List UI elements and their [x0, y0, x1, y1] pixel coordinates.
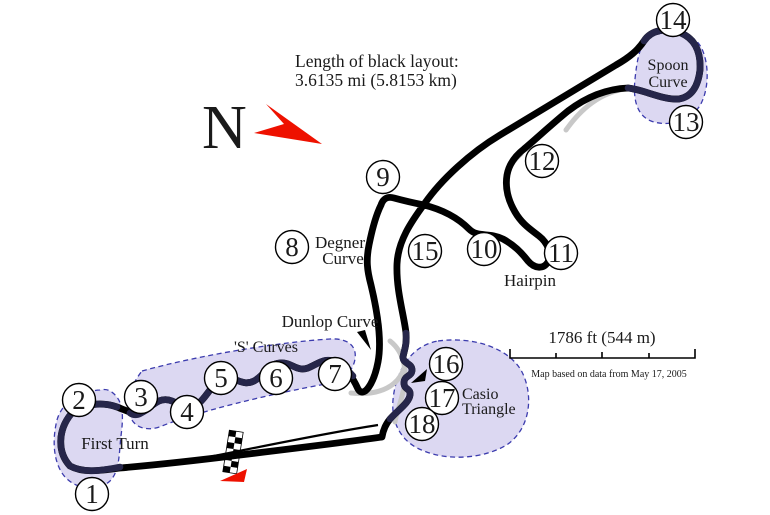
casio-triangle-label-line1: Casio — [462, 386, 498, 403]
spoon-curve-region — [633, 31, 708, 125]
compass: N — [202, 94, 322, 162]
corner-marker-9: 9 — [365, 159, 401, 195]
svg-text:10: 10 — [471, 234, 498, 264]
svg-text:13: 13 — [673, 107, 700, 137]
corner-marker-4: 4 — [169, 394, 205, 430]
corner-marker-18: 18 — [404, 406, 440, 442]
scale-bar: 1786 ft (544 m) Map based on data from M… — [509, 328, 696, 380]
svg-text:18: 18 — [409, 409, 436, 439]
corner-marker-17: 17 — [424, 380, 460, 416]
corner-marker-15: 15 — [407, 233, 443, 269]
corner-marker-7: 7 — [317, 356, 353, 392]
casio-triangle-section — [386, 329, 416, 423]
compass-n-label: N — [202, 94, 247, 162]
corner-marker-10: 10 — [466, 231, 502, 267]
svg-text:17: 17 — [429, 383, 456, 413]
spoon-curve-label-line2: Curve — [648, 74, 687, 91]
hairpin-label: Hairpin — [504, 271, 556, 290]
svg-text:15: 15 — [412, 236, 439, 266]
corner-marker-14: 14 — [655, 2, 691, 38]
svg-text:1: 1 — [85, 479, 99, 509]
corner-marker-12: 12 — [524, 143, 560, 179]
corner-marker-6: 6 — [258, 360, 294, 396]
corner-marker-16: 16 — [428, 346, 464, 382]
svg-text:8: 8 — [285, 232, 299, 262]
svg-text:3: 3 — [134, 382, 148, 412]
corner-marker-2: 2 — [61, 382, 97, 418]
corner-name-labels: First Turn 'S' Curves Dunlop Curve Degne… — [81, 57, 688, 453]
length-note-line2: 3.6135 mi (5.8153 km) — [295, 70, 457, 90]
start-finish-checkered-line — [222, 429, 244, 475]
svg-text:6: 6 — [269, 363, 283, 393]
svg-text:12: 12 — [529, 146, 556, 176]
corner-markers: 1 2 3 4 5 6 7 8 9 10 11 12 13 14 15 16 1… — [61, 2, 704, 512]
dunlop-pointer-arrow — [357, 330, 371, 350]
corner-marker-1: 1 — [74, 476, 110, 512]
svg-text:5: 5 — [214, 363, 228, 393]
svg-text:16: 16 — [433, 349, 460, 379]
length-annotation: Length of black layout: 3.6135 mi (5.815… — [295, 51, 459, 90]
spoon-curve-label-line1: Spoon — [648, 57, 689, 74]
svg-text:7: 7 — [328, 359, 342, 389]
s-curves-label: 'S' Curves — [234, 339, 298, 356]
degner-curve-label-line2: Curve — [322, 249, 364, 268]
svg-text:14: 14 — [660, 5, 688, 35]
north-arrow-icon — [254, 104, 322, 144]
svg-text:9: 9 — [376, 162, 390, 192]
casio-triangle-label-line2: Triangle — [462, 401, 516, 418]
scale-bar-label: 1786 ft (544 m) — [548, 328, 655, 347]
scale-bar-ruler — [509, 349, 696, 359]
svg-text:2: 2 — [72, 385, 86, 415]
scale-bar-source-note: Map based on data from May 17, 2005 — [531, 369, 687, 380]
length-note-line1: Length of black layout: — [295, 51, 459, 71]
corner-marker-3: 3 — [123, 379, 159, 415]
travel-direction-arrow — [220, 469, 247, 482]
first-turn-label: First Turn — [81, 434, 149, 453]
degner-curve-label-line1: Degner — [315, 233, 365, 252]
dunlop-curve-label: Dunlop Curve — [282, 312, 379, 331]
corner-marker-11: 11 — [543, 235, 579, 271]
s-curves-section — [126, 356, 357, 419]
svg-text:11: 11 — [548, 238, 574, 268]
corner-marker-13: 13 — [668, 104, 704, 140]
corner-marker-5: 5 — [203, 360, 239, 396]
svg-text:4: 4 — [180, 397, 194, 427]
corner-marker-8: 8 — [274, 229, 310, 265]
corner-regions — [53, 31, 708, 489]
casio-direction-arrow — [411, 369, 427, 383]
